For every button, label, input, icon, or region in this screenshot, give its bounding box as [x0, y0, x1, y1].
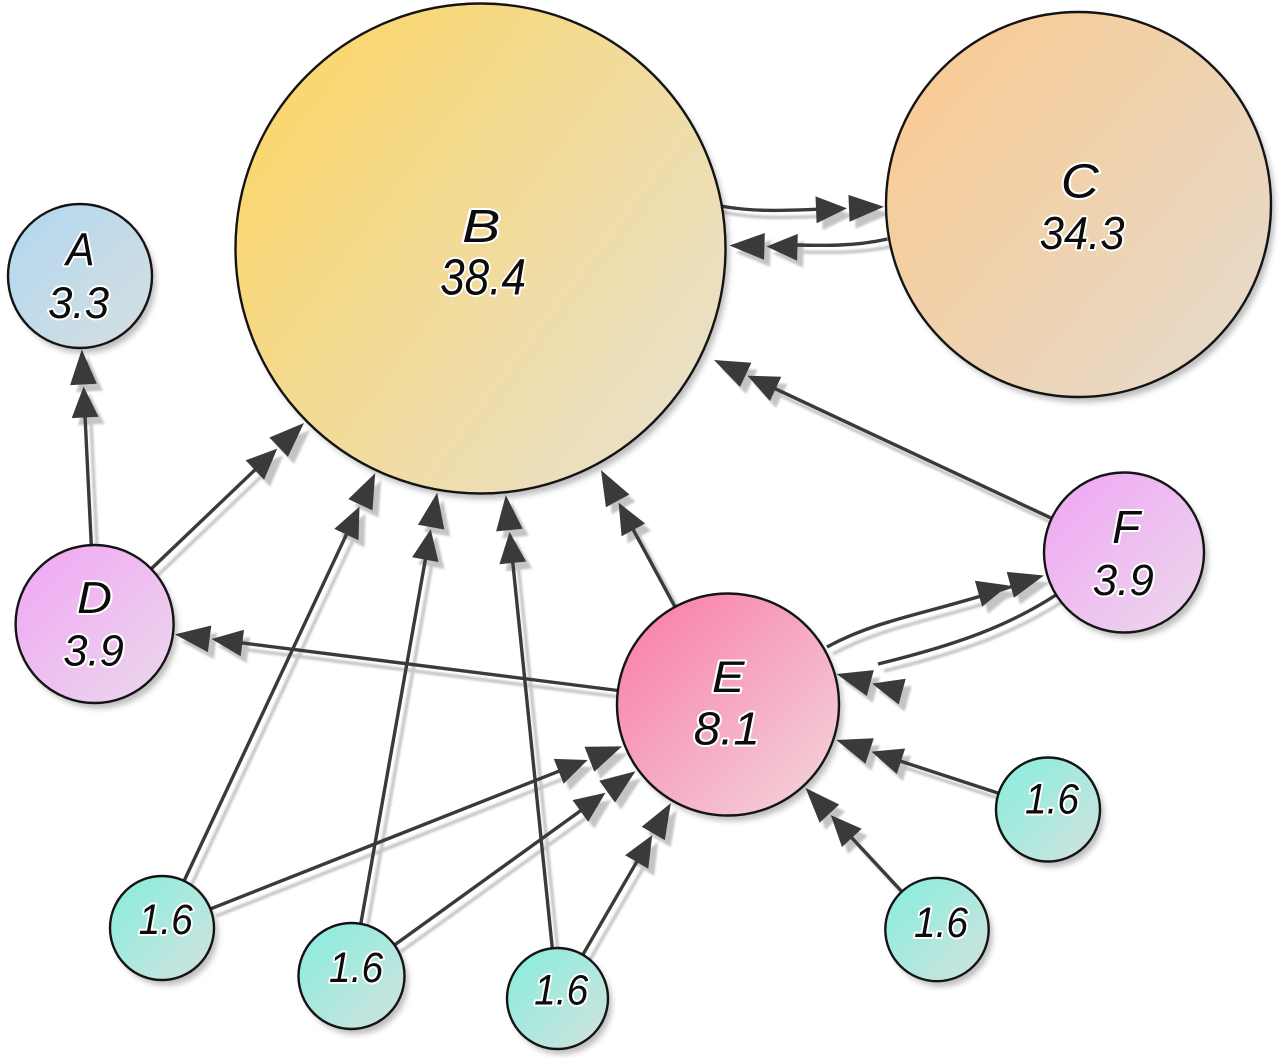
- svg-text:E: E: [712, 653, 746, 702]
- svg-text:A: A: [63, 224, 94, 276]
- svg-text:F: F: [1112, 501, 1143, 553]
- svg-text:1.6: 1.6: [139, 896, 193, 944]
- svg-text:38.4: 38.4: [440, 248, 526, 305]
- svg-text:3.9: 3.9: [1093, 557, 1154, 605]
- svg-text:1.6: 1.6: [1025, 776, 1079, 824]
- svg-text:B: B: [462, 200, 500, 252]
- svg-text:3.3: 3.3: [48, 279, 109, 328]
- svg-text:1.6: 1.6: [914, 899, 968, 947]
- svg-text:1.6: 1.6: [329, 944, 383, 992]
- svg-text:1.6: 1.6: [534, 966, 588, 1014]
- svg-text:34.3: 34.3: [1040, 207, 1125, 259]
- svg-text:C: C: [1061, 155, 1100, 209]
- svg-text:D: D: [77, 574, 112, 623]
- svg-text:8.1: 8.1: [694, 703, 760, 755]
- svg-text:3.9: 3.9: [63, 628, 124, 676]
